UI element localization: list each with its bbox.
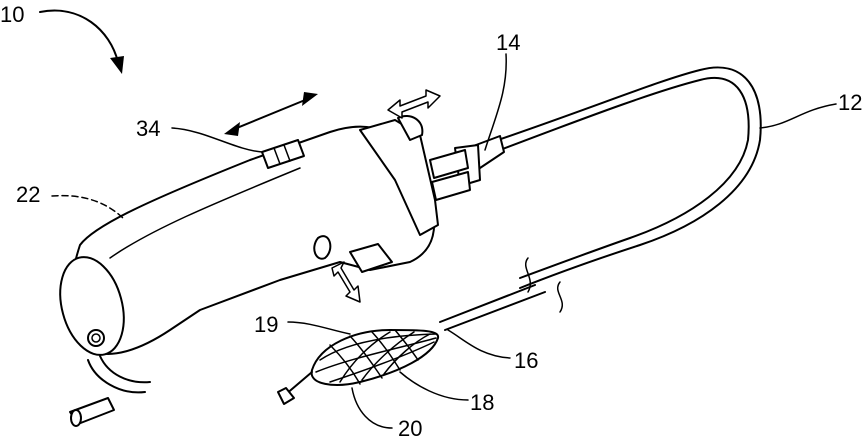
leader-16 xyxy=(448,330,510,358)
leader-14 xyxy=(485,54,506,150)
trigger-notch xyxy=(314,236,330,259)
label-18: 18 xyxy=(470,390,494,415)
sheath-lower-outer xyxy=(440,285,535,322)
leader-22 xyxy=(52,196,125,220)
plug-end xyxy=(71,410,81,426)
label-12: 12 xyxy=(838,90,862,115)
arrowhead-10 xyxy=(110,56,124,74)
rotate-arrow-bottom xyxy=(332,262,360,302)
label-20: 20 xyxy=(398,416,422,440)
cable-inner xyxy=(100,356,150,382)
leader-34 xyxy=(172,128,262,152)
break-mark-right xyxy=(558,282,563,312)
cable-outer xyxy=(88,360,145,392)
slide-arrow-shaft xyxy=(232,98,310,130)
label-19: 19 xyxy=(254,312,278,337)
leader-10 xyxy=(40,11,118,62)
basket-outline xyxy=(312,330,439,385)
leader-20 xyxy=(352,388,392,428)
label-34: 34 xyxy=(136,116,160,141)
slide-arrow-head-left xyxy=(224,122,240,136)
leader-18 xyxy=(400,372,468,400)
sheath-loop-outer xyxy=(498,67,761,288)
leader-12 xyxy=(760,104,836,128)
sheath-lower-inner xyxy=(445,292,545,330)
cable-port xyxy=(88,330,104,346)
sheath-loop-inner xyxy=(500,78,749,278)
label-14: 14 xyxy=(496,30,520,55)
slide-arrow-head-right xyxy=(302,92,318,106)
leader-19 xyxy=(288,322,350,334)
label-22: 22 xyxy=(16,182,40,207)
label-10: 10 xyxy=(0,2,24,27)
label-16: 16 xyxy=(514,348,538,373)
rotate-arrow-top xyxy=(388,90,440,118)
